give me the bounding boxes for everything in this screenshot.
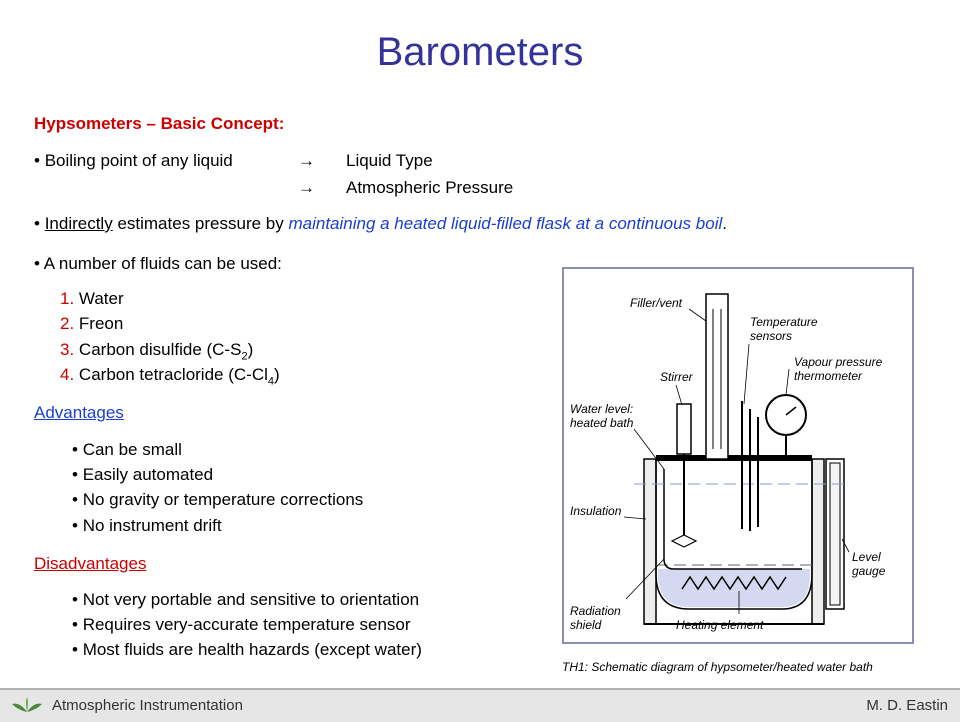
leader-line — [623, 516, 647, 520]
label-water-level: Water level: — [570, 402, 633, 416]
label-temperature: Temperature — [750, 315, 818, 329]
advantage-item: • No gravity or temperature corrections — [72, 490, 364, 509]
advantage-text: Can be small — [82, 440, 182, 459]
fluid-item: 2. Freon — [60, 314, 123, 334]
footer-bar: Atmospheric Instrumentation M. D. Eastin — [0, 688, 960, 722]
fluid-number: 4. — [60, 365, 75, 384]
label-stirrer: Stirrer — [660, 370, 694, 384]
fluid-item: 1. Water — [60, 289, 124, 309]
leader-line — [625, 558, 665, 600]
label-radiation: Radiation — [570, 604, 621, 618]
filler-vent-tube — [705, 293, 729, 460]
label-level: Level — [852, 550, 881, 564]
advantages-heading: Advantages — [34, 403, 124, 422]
liquid-type: Liquid Type — [346, 151, 433, 170]
fluid-number: 3. — [60, 340, 75, 359]
label-thermometer: thermometer — [794, 369, 863, 383]
bullet-lead: Boiling point of any liquid — [44, 151, 233, 170]
advantage-text: Easily automated — [82, 465, 214, 484]
advantage-item: • No instrument drift — [72, 516, 222, 535]
fluid-text: Carbon disulfide (C-S — [78, 340, 242, 359]
advantage-item: • Can be small — [72, 440, 182, 459]
disadvantage-text: Not very portable and sensitive to orien… — [82, 590, 420, 609]
disadvantage-item: • Not very portable and sensitive to ori… — [72, 590, 420, 609]
fluid-text: Carbon tetracloride (C-Cl — [78, 365, 268, 384]
label-heating-element: Heating element — [676, 618, 764, 632]
bullet-indirectly: • Indirectly estimates pressure by maint… — [34, 214, 727, 233]
pressure-gauge-needle — [785, 406, 797, 416]
disadvantage-text: Most fluids are health hazards (except w… — [82, 640, 422, 659]
atmospheric-pressure: Atmospheric Pressure — [346, 178, 514, 197]
fluid-number: 2. — [60, 314, 75, 333]
figure-caption: TH1: Schematic diagram of hypsometer/hea… — [562, 660, 873, 674]
bullet2-blue: maintaining a heated liquid-filled flask… — [288, 214, 723, 233]
fluid-number: 1. — [60, 289, 75, 308]
leader-line — [633, 428, 665, 470]
fluid-item: 3. Carbon disulfide (C-S2) — [60, 340, 253, 362]
disadvantage-item: • Most fluids are health hazards (except… — [72, 640, 422, 659]
leader-line — [675, 384, 683, 406]
level-gauge-inner — [829, 462, 841, 606]
leader-line — [688, 308, 707, 322]
bullet3-text: A number of fluids can be used: — [43, 254, 282, 273]
fluid-subscript: 2 — [241, 350, 248, 363]
arrow-2: → — [298, 178, 315, 197]
water-fill — [658, 569, 810, 607]
fluid-text: Freon — [78, 314, 124, 333]
hypsometer-schematic: Filler/vent Temperature sensors Vapour p… — [570, 293, 886, 632]
advantage-text: No instrument drift — [82, 516, 222, 535]
arrow-1: → — [298, 151, 315, 170]
leader-line — [785, 368, 790, 396]
stirrer-motor — [676, 403, 692, 455]
leaf-logo-icon — [12, 697, 42, 712]
label-shield: shield — [570, 618, 602, 632]
fluid-tail: ) — [247, 340, 254, 359]
bullet-boiling-point: • Boiling point of any liquid — [34, 151, 233, 170]
disadvantages-heading: Disadvantages — [34, 554, 147, 573]
hypsometer-diagram: Filler/vent Temperature sensors Vapour p… — [562, 267, 914, 644]
label-vapour-pressure: Vapour pressure — [794, 355, 883, 369]
disadvantage-text: Requires very-accurate temperature senso… — [82, 615, 411, 634]
bullet2-end: . — [722, 214, 727, 233]
slide-title: Barometers — [376, 30, 584, 74]
flask-outline — [655, 459, 813, 610]
label-heated-bath: heated bath — [570, 416, 634, 430]
indirectly-word: Indirectly — [44, 214, 113, 233]
stirrer-blade — [670, 534, 698, 548]
vessel-lid — [656, 455, 812, 461]
label-filler-vent: Filler/vent — [630, 296, 683, 310]
advantage-text: No gravity or temperature corrections — [82, 490, 364, 509]
label-insulation: Insulation — [570, 504, 622, 518]
fluid-subscript: 4 — [267, 375, 274, 388]
heating-element-coil — [681, 575, 787, 591]
bullet2-mid: estimates pressure by — [112, 214, 289, 233]
label-gauge: gauge — [852, 564, 886, 578]
footer-course-title: Atmospheric Instrumentation — [52, 697, 243, 714]
advantage-item: • Easily automated — [72, 465, 214, 484]
footer-author: M. D. Eastin — [866, 697, 948, 714]
fluid-item: 4. Carbon tetracloride (C-Cl4) — [60, 365, 280, 387]
bullet-fluids: • A number of fluids can be used: — [34, 254, 282, 273]
leader-line — [841, 538, 850, 553]
fluid-text: Water — [78, 289, 124, 308]
disadvantage-item: • Requires very-accurate temperature sen… — [72, 615, 411, 634]
label-sensors: sensors — [750, 329, 792, 343]
leader-line — [743, 343, 750, 405]
fluid-tail: ) — [274, 365, 280, 384]
section-heading: Hypsometers – Basic Concept: — [34, 114, 285, 133]
